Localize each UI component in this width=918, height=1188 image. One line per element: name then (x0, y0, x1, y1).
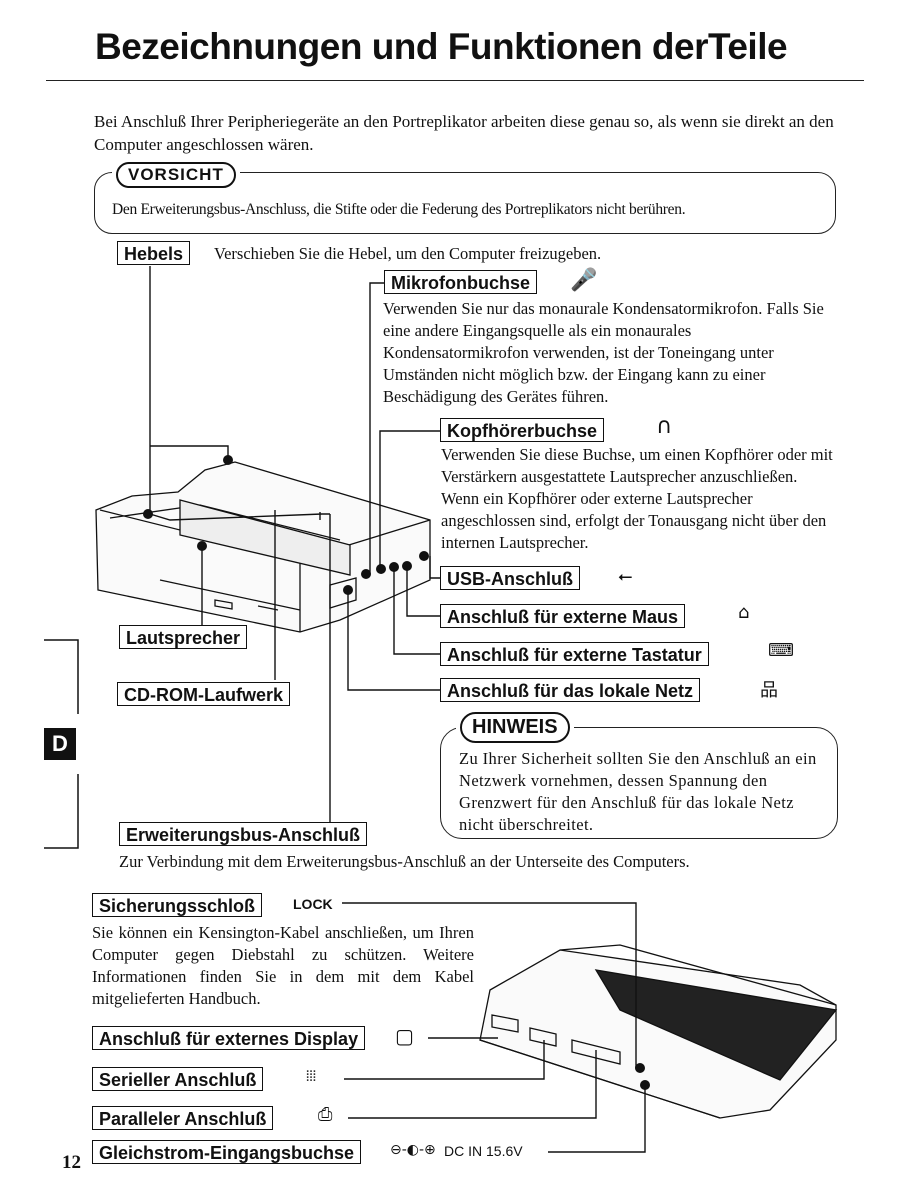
caution-box (94, 172, 836, 234)
headphone-jack-label: Kopfhörerbuchse (440, 418, 605, 442)
monitor-icon: ▢ (395, 1024, 414, 1048)
lan-port-label: Anschluß für das lokale Netz (440, 678, 701, 702)
security-lock-label: Sicherungsschloß (92, 893, 263, 917)
mouse-icon: ⌂ (738, 602, 750, 623)
microphone-jack-description: Verwenden Sie nur das monaurale Kondensa… (383, 299, 824, 406)
caution-text: Den Erweiterungsbus-Anschluss, die Stift… (112, 201, 686, 218)
microphone-jack-label: Mikrofonbuchse (384, 270, 538, 294)
serial-port-icon: ⦙⦙⦙ (306, 1067, 317, 1085)
note-badge-label: HINWEIS (460, 712, 570, 743)
note-text: Zu Ihrer Sicherheit sollten Sie den Ansc… (459, 749, 817, 834)
page-number: 12 (62, 1152, 81, 1173)
lock-tag: LOCK (293, 896, 333, 912)
parallel-port-label: Paralleler Anschluß (92, 1106, 274, 1130)
keyboard-port-label: Anschluß für externe Tastatur (440, 642, 709, 666)
printer-icon: ⎙ (318, 1104, 333, 1125)
dc-in-tag: DC IN 15.6V (444, 1143, 523, 1159)
upper-leader-lines (149, 266, 440, 822)
caution-badge-label: VORSICHT (116, 162, 236, 188)
lower-leader-lines (342, 902, 646, 1153)
intro-paragraph: Bei Anschluß Ihrer Peripheriegeräte an d… (94, 112, 834, 154)
network-icon: 品 (760, 680, 778, 701)
expansion-bus-label: Erweiterungsbus-Anschluß (119, 822, 368, 846)
keyboard-icon: ⌨ (768, 640, 794, 661)
cdrom-drive-label: CD-ROM-Laufwerk (117, 682, 291, 706)
dc-input-label: Gleichstrom-Eingangsbuchse (92, 1140, 362, 1164)
usb-port-label: USB-Anschluß (440, 566, 580, 590)
title-divider (46, 80, 864, 81)
side-tab-brackets (44, 639, 79, 849)
serial-port-label: Serieller Anschluß (92, 1067, 264, 1091)
rear-device-illustration (479, 944, 838, 1119)
security-lock-description: Sie können ein Kensington-Kabel anschlie… (92, 923, 474, 1008)
hebels-label: Hebels (117, 241, 191, 265)
speaker-label: Lautsprecher (119, 625, 248, 649)
language-side-tab: D (44, 728, 76, 760)
caution-badge: VORSICHT (112, 162, 240, 188)
expansion-bus-description: Zur Verbindung mit dem Erweiterungsbus-A… (119, 852, 690, 871)
usb-icon: ⭠ (618, 566, 633, 587)
note-box (440, 727, 838, 839)
polarity-icon: ⊖-◐-⊕ (390, 1142, 436, 1158)
mouse-port-label: Anschluß für externe Maus (440, 604, 686, 628)
display-port-label: Anschluß für externes Display (92, 1026, 366, 1050)
microphone-icon: 🎤 (570, 268, 598, 293)
headphone-jack-description: Verwenden Sie diese Buchse, um einen Kop… (441, 445, 833, 552)
page-title: Bezeichnungen und Funktionen derTeile (95, 26, 788, 67)
hebels-description: Verschieben Sie die Hebel, um den Comput… (214, 244, 602, 263)
note-badge: HINWEIS (456, 712, 574, 743)
headphone-icon: ∩ (656, 414, 673, 439)
